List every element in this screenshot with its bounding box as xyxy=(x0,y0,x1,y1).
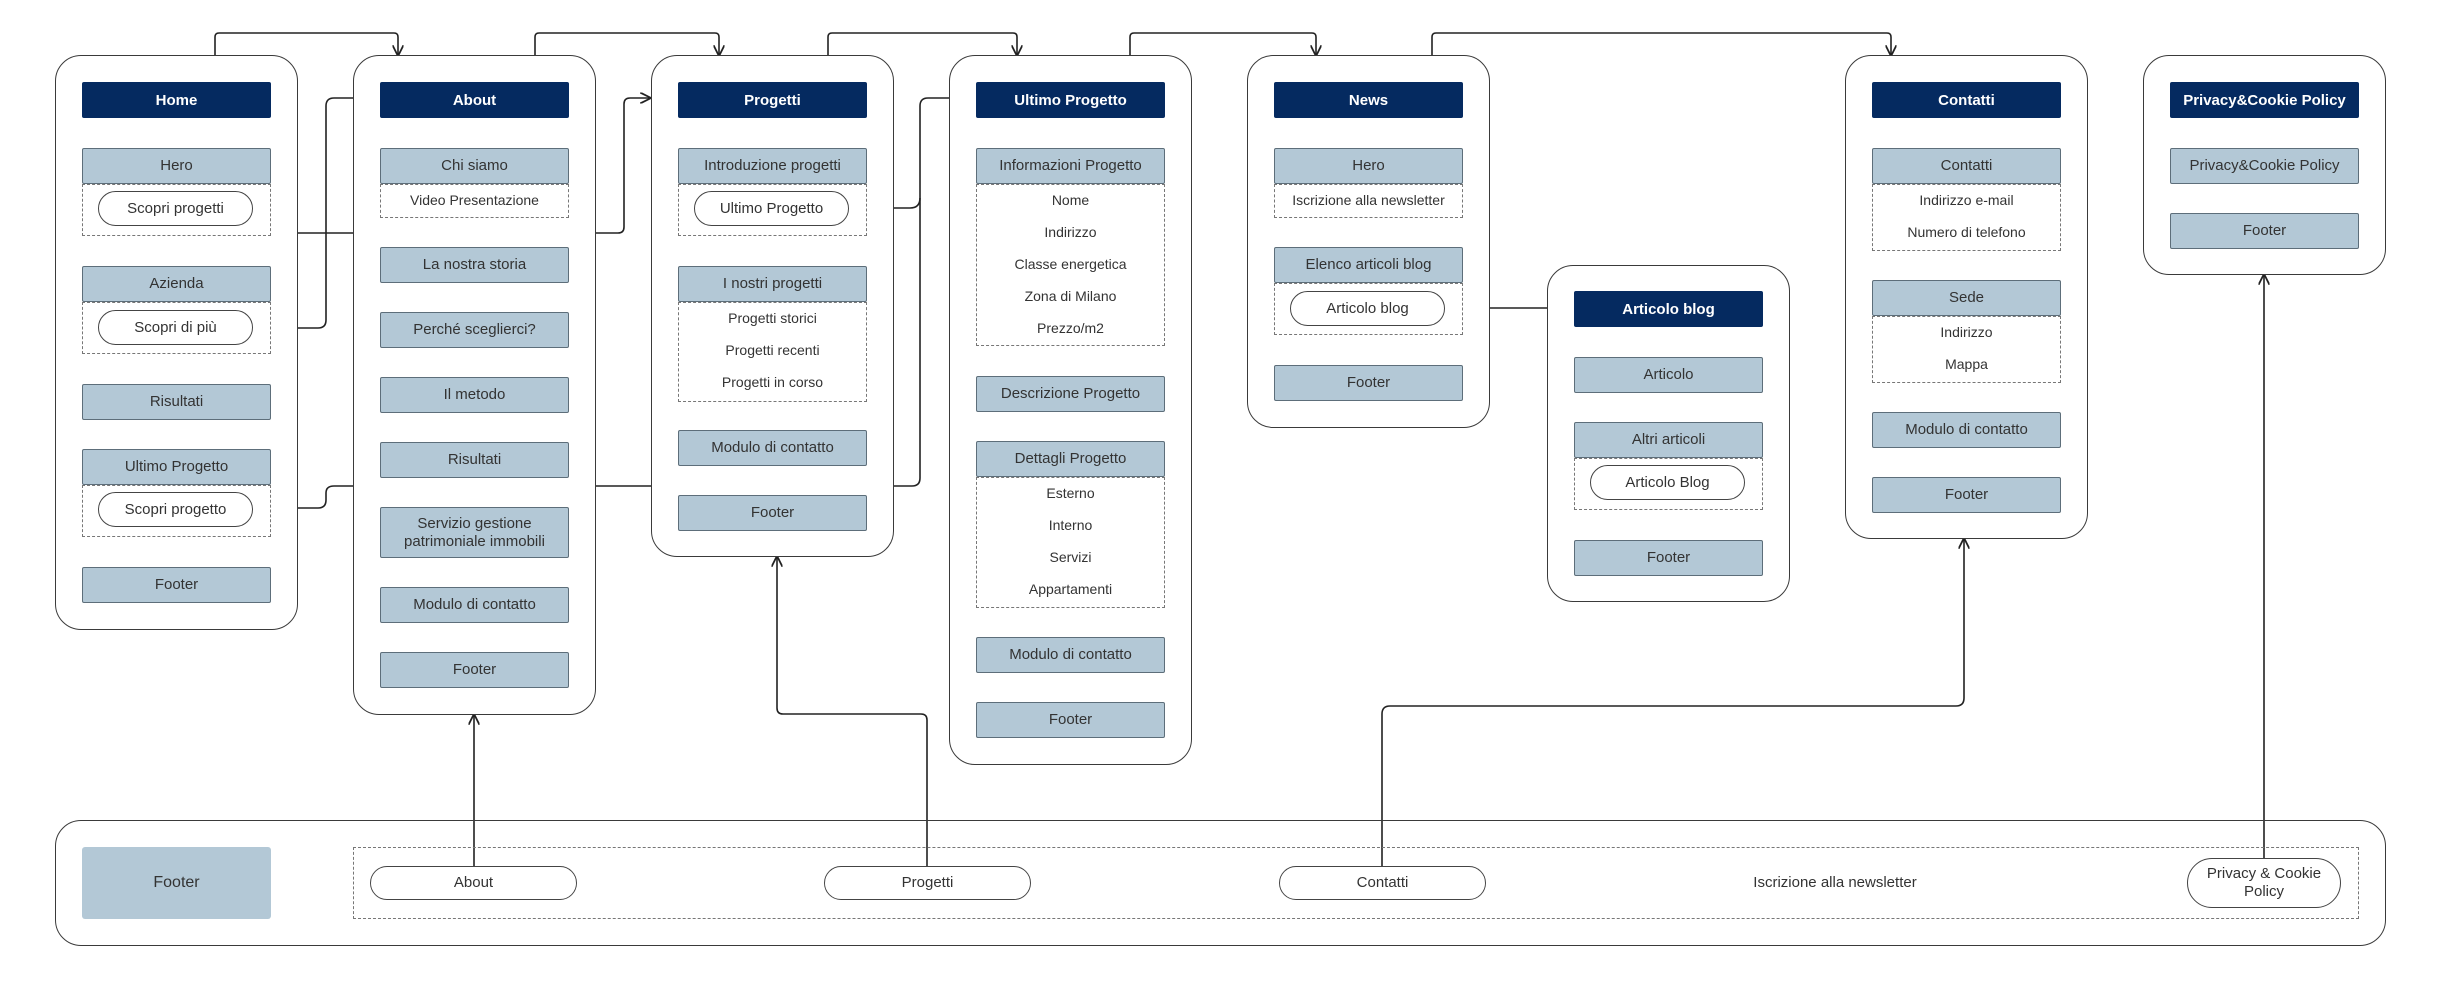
articolo-altri-group xyxy=(1574,458,1763,510)
progetti-nostri: I nostri progetti xyxy=(678,266,867,302)
articolo-footer: Footer xyxy=(1574,540,1763,576)
footer-link-progetti: Progetti xyxy=(824,866,1031,900)
privacy-footer: Footer xyxy=(2170,213,2359,249)
pill-scopri-progetto: Scopri progetto xyxy=(98,492,253,527)
news-elenco-group xyxy=(1274,283,1463,335)
footer-bar xyxy=(55,820,2386,946)
arrow-home-about xyxy=(214,32,398,55)
ultimo-classe: Classe energetica xyxy=(1014,255,1127,272)
ultimo-modulo: Modulo di contatto xyxy=(976,637,1165,673)
contatti-mappa: Mappa xyxy=(1945,355,1988,372)
about-chi-siamo-group xyxy=(380,184,569,218)
ultimo-descrizione: Descrizione Progetto xyxy=(976,376,1165,412)
progetti-storici: Progetti storici xyxy=(728,309,817,326)
news-title: News xyxy=(1274,82,1463,118)
home-hero: Hero xyxy=(82,148,271,184)
progetti-recenti: Progetti recenti xyxy=(725,341,820,358)
progetti-intro: Introduzione progetti xyxy=(678,148,867,184)
home-risultati: Risultati xyxy=(82,384,271,420)
contatti-telefono: Numero di telefono xyxy=(1907,223,2026,240)
footer-links-group xyxy=(353,847,2359,919)
about-video: Video Presentazione xyxy=(410,191,539,208)
contatti-contatti-group xyxy=(1872,184,2061,251)
arrow-progetti-ultimo xyxy=(827,32,1017,55)
arrow-ultimo-news xyxy=(1129,32,1316,55)
ultimo-zona: Zona di Milano xyxy=(1024,287,1117,304)
contatti-footer: Footer xyxy=(1872,477,2061,513)
footer-link-contatti: Contatti xyxy=(1279,866,1486,900)
contatti-title: Contatti xyxy=(1872,82,2061,118)
articolo-altri: Altri articoli xyxy=(1574,422,1763,458)
news-footer: Footer xyxy=(1274,365,1463,401)
ultimo-dettagli-group xyxy=(976,477,1165,608)
news-elenco: Elenco articoli blog xyxy=(1274,247,1463,283)
about-servizio: Servizio gestione patrimoniale immobili xyxy=(380,507,569,558)
pill-ultimo-progetto: Ultimo Progetto xyxy=(694,191,849,226)
about-chi-siamo: Chi siamo xyxy=(380,148,569,184)
home-ultimo-progetto: Ultimo Progetto xyxy=(82,449,271,485)
news-hero-group xyxy=(1274,184,1463,218)
arrow-about-progetti xyxy=(534,32,719,55)
ultimo-servizi: Servizi xyxy=(1049,548,1092,565)
news-iscrizione: Iscrizione alla newsletter xyxy=(1292,191,1445,208)
arrow-news-contatti xyxy=(1431,32,1891,55)
ultimo-prezzo: Prezzo/m2 xyxy=(1037,319,1104,336)
about-perche: Perché sceglierci? xyxy=(380,312,569,348)
card-progetti xyxy=(651,55,894,557)
ultimo-appartamenti: Appartamenti xyxy=(1028,580,1113,597)
contatti-sede: Sede xyxy=(1872,280,2061,316)
progetti-nostri-group xyxy=(678,302,867,402)
ultimo-dettagli: Dettagli Progetto xyxy=(976,441,1165,477)
home-footer: Footer xyxy=(82,567,271,603)
progetti-footer: Footer xyxy=(678,495,867,531)
privacy-policy: Privacy&Cookie Policy xyxy=(2170,148,2359,184)
pill-scopri-progetti: Scopri progetti xyxy=(98,191,253,226)
ultimo-esterno: Esterno xyxy=(1046,484,1095,501)
pill-scopri-di-piu: Scopri di più xyxy=(98,310,253,345)
contatti-indirizzo: Indirizzo xyxy=(1940,323,1993,340)
contatti-sede-group xyxy=(1872,316,2061,383)
articolo-title: Articolo blog xyxy=(1574,291,1763,327)
about-storia: La nostra storia xyxy=(380,247,569,283)
progetti-modulo: Modulo di contatto xyxy=(678,430,867,466)
home-azienda-group xyxy=(82,302,271,354)
home-title: Home xyxy=(82,82,271,118)
privacy-title: Privacy&Cookie Policy xyxy=(2170,82,2359,118)
footer-bar-label: Footer xyxy=(82,847,271,919)
ultimo-interno: Interno xyxy=(1048,516,1093,533)
footer-link-about: About xyxy=(370,866,577,900)
home-hero-group xyxy=(82,184,271,236)
articolo-articolo: Articolo xyxy=(1574,357,1763,393)
home-azienda: Azienda xyxy=(82,266,271,302)
footer-link-privacy: Privacy & Cookie Policy xyxy=(2187,858,2341,908)
about-metodo: Il metodo xyxy=(380,377,569,413)
contatti-modulo: Modulo di contatto xyxy=(1872,412,2061,448)
home-ultimo-group xyxy=(82,485,271,537)
about-footer: Footer xyxy=(380,652,569,688)
news-hero: Hero xyxy=(1274,148,1463,184)
ultimo-footer: Footer xyxy=(976,702,1165,738)
contatti-contatti: Contatti xyxy=(1872,148,2061,184)
pill-articolo-blog-2: Articolo Blog xyxy=(1590,465,1745,500)
progetti-in-corso: Progetti in corso xyxy=(721,373,824,390)
contatti-email: Indirizzo e-mail xyxy=(1919,191,2014,208)
ultimo-indirizzo: Indirizzo xyxy=(1044,223,1097,240)
ultimo-info-group xyxy=(976,184,1165,346)
ultimo-info: Informazioni Progetto xyxy=(976,148,1165,184)
about-title: About xyxy=(380,82,569,118)
ultimo-title: Ultimo Progetto xyxy=(976,82,1165,118)
about-modulo: Modulo di contatto xyxy=(380,587,569,623)
pill-articolo-blog: Articolo blog xyxy=(1290,291,1445,326)
about-risultati: Risultati xyxy=(380,442,569,478)
footer-newsletter: Iscrizione alla newsletter xyxy=(1753,874,1917,891)
progetti-intro-group xyxy=(678,184,867,236)
ultimo-nome: Nome xyxy=(1051,191,1090,208)
progetti-title: Progetti xyxy=(678,82,867,118)
